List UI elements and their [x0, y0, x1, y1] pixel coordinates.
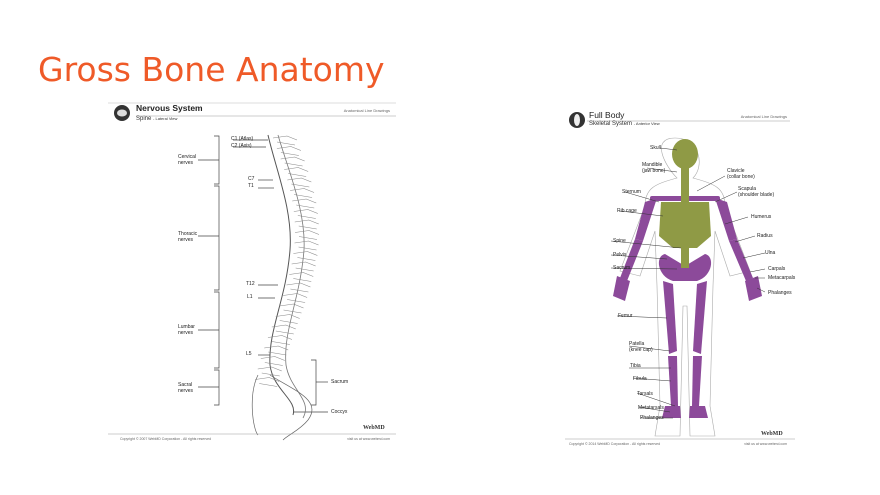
vertebra [275, 314, 300, 324]
label-l1: L1 [247, 294, 253, 300]
label-coccyx: Coccyx [331, 409, 348, 415]
label-tibia: Tibia [630, 363, 641, 369]
url-text: visit us at www.webmd.com [744, 442, 787, 446]
label-phalanges-foot: Phalanges [640, 415, 664, 421]
label-patella: Patella(knee cap) [629, 341, 653, 353]
vertebra [279, 303, 304, 314]
vertebra [272, 135, 298, 146]
label-sacrum: Sacrum [331, 379, 349, 385]
spine-lateral-view-image: Nervous System Spine - Lateral View Anat… [108, 100, 396, 443]
vertebra [287, 177, 312, 188]
view-text: - Anterior View [633, 121, 660, 126]
vertebra [267, 335, 293, 345]
vertebra [291, 261, 316, 272]
figure-header: Nervous System [136, 103, 203, 113]
label-scapula: Scapula(shoulder blade) [738, 186, 775, 198]
figure-subheader: Spine - Lateral View [136, 116, 177, 122]
webmd-logo: WebMD [363, 425, 385, 431]
subheader-text: Spine [136, 116, 152, 122]
label-skull: Skull [650, 145, 661, 151]
vertebra [293, 251, 318, 261]
subheader-text: Skeletal System [589, 121, 633, 127]
spine-drawing [108, 102, 396, 441]
series-label: Anatomical Line Drawings [343, 108, 390, 113]
label-tarsals: Tarsals [637, 391, 653, 397]
vertebra [280, 156, 305, 167]
label-carpals: Carpals [768, 266, 786, 272]
label-mandible: Mandible(jaw bone) [642, 162, 666, 174]
label-humerus: Humerus [751, 214, 772, 220]
label-rib-cage: Rib cage [617, 208, 637, 214]
label-sacrum: Sacrum [613, 265, 631, 271]
vertebra [294, 240, 319, 251]
vertebra [276, 146, 301, 156]
vertebra [293, 209, 318, 219]
vertebra [271, 324, 296, 335]
label-c7: C7 [248, 176, 255, 182]
label-femur: Femur [618, 313, 633, 319]
series-label: Anatomical Line Drawings [740, 114, 787, 119]
label-c2: C2 (Axis) [231, 143, 252, 149]
label-metacarpals: Metacarpals [768, 275, 796, 281]
label-l5: L5 [246, 351, 252, 357]
label-t12: T12 [246, 281, 255, 287]
label-metatarsals: Metatarsals [638, 405, 664, 411]
label-fibula: Fibula [633, 376, 647, 382]
label-c1: C1 (Atlas) [231, 136, 254, 142]
vertebra [255, 377, 280, 387]
slide-title: Gross Bone Anatomy [38, 50, 385, 89]
vertebra [294, 230, 320, 240]
vertebra [292, 198, 317, 209]
view-text: - Lateral View [153, 116, 178, 121]
label-spine: Spine [613, 238, 626, 244]
label-ulna: Ulna [765, 250, 776, 256]
url-text: visit us at www.webmd.com [347, 437, 390, 441]
label-clavicle: Clavicle(collar bone) [727, 168, 755, 180]
vertebra [294, 219, 319, 230]
vertebra [286, 282, 311, 293]
vertebra [290, 188, 315, 198]
figure-subheader: Skeletal System - Anterior View [589, 121, 660, 127]
full-body-skeleton-image: Full Body Skeletal System - Anterior Vie… [565, 106, 795, 448]
vertebra [289, 272, 314, 282]
vertebra [264, 345, 289, 356]
vertebra [284, 167, 309, 177]
copyright-text: Copyright © 2007 WebMD Corporation - All… [120, 437, 212, 441]
label-radius: Radius [757, 233, 773, 239]
vertebra [283, 293, 308, 303]
webmd-logo: WebMD [761, 431, 783, 437]
vertebra [260, 356, 285, 366]
label-t1: T1 [248, 183, 254, 189]
label-pelvis: Pelvis [613, 252, 627, 258]
label-phalanges-hand: Phalanges [768, 290, 792, 296]
label-sternum: Sternum [622, 189, 641, 195]
vertebra [257, 366, 282, 377]
figure-header: Full Body [589, 110, 625, 120]
copyright-text: Copyright © 2014 WebMD Corporation - All… [569, 442, 661, 446]
skeleton-drawing [565, 112, 795, 440]
